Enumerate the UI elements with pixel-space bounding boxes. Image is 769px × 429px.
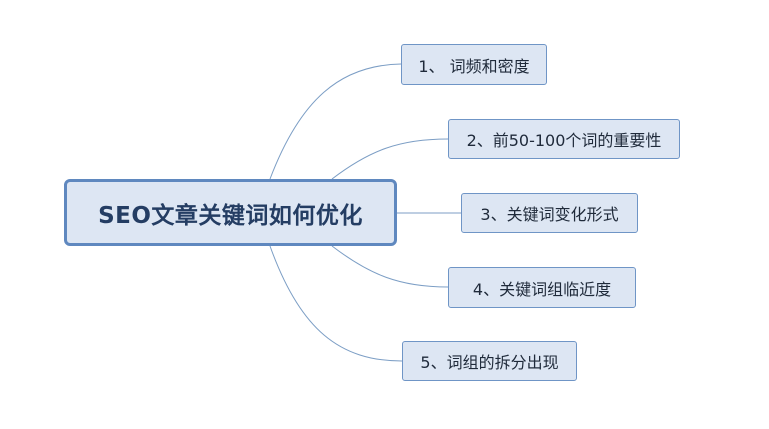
branch-topic-2-label: 2、前50-100个词的重要性	[466, 131, 662, 150]
root-topic-label: SEO文章关键词如何优化	[98, 202, 363, 229]
branch-topic-1-label: 1、 词频和密度	[418, 56, 530, 76]
branch-topic-4-label: 4、关键词组临近度	[472, 279, 612, 299]
branch-topic-3-label: 3、关键词变化形式	[480, 205, 619, 224]
branch-topic-4[interactable]: 4、关键词组临近度	[448, 267, 636, 308]
branch-topic-2[interactable]: 2、前50-100个词的重要性	[448, 119, 680, 159]
connector-branch-5	[269, 245, 403, 362]
branch-topic-3[interactable]: 3、关键词变化形式	[461, 193, 638, 233]
root-topic[interactable]: SEO文章关键词如何优化	[64, 179, 397, 246]
branch-topic-1[interactable]: 1、 词频和密度	[401, 44, 547, 85]
connector-branch-4	[331, 245, 449, 288]
branch-topic-5-label: 5、词组的拆分出现	[420, 353, 559, 372]
branch-topic-5[interactable]: 5、词组的拆分出现	[402, 341, 577, 381]
connector-branch-1	[269, 63, 402, 180]
connector-branch-2	[331, 138, 449, 180]
